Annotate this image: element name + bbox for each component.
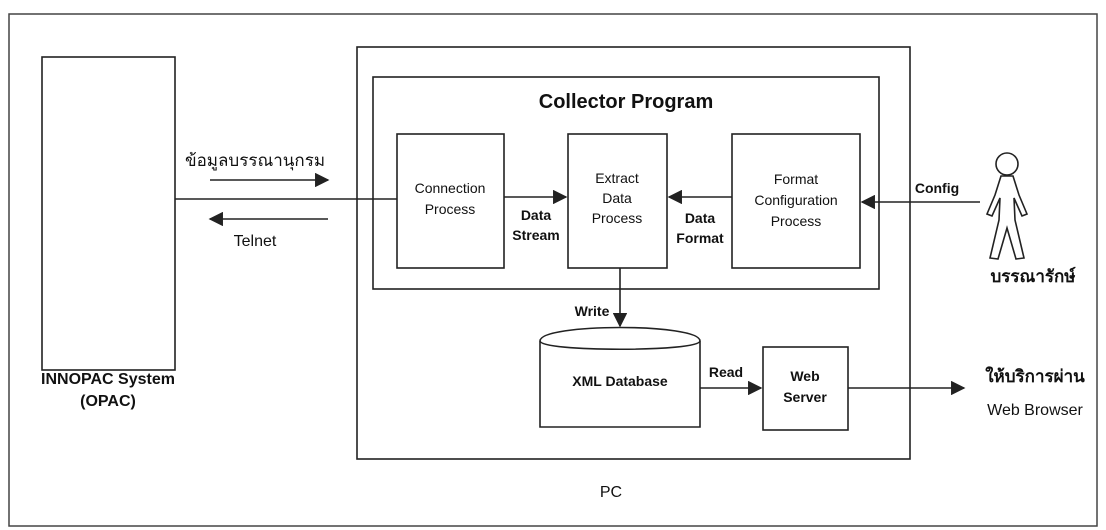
xml-database-label: XML Database: [572, 373, 668, 389]
format-configuration-process-box: [731, 133, 861, 269]
collector-program-title: Collector Program: [539, 91, 713, 113]
output-label-line1: ให้บริการผ่าน: [985, 366, 1085, 386]
extract-process-line1: Extract: [595, 170, 639, 186]
extract-data-process-box: [567, 133, 668, 269]
connection-process-line1: Connection: [415, 180, 486, 196]
extract-process-line2: Data: [602, 190, 632, 206]
innopac-system-box: [41, 56, 176, 371]
web-server-box: [762, 346, 849, 431]
data-format-label-line1: Data: [685, 210, 716, 226]
config-label: Config: [915, 180, 959, 196]
format-process-line1: Format: [774, 171, 818, 187]
xml-database-cylinder: [539, 326, 701, 428]
format-process-line3: Process: [771, 213, 822, 229]
web-server-line1: Web: [790, 368, 819, 384]
innopac-label-line1: INNOPAC System: [41, 371, 175, 388]
xml-database-cylinder-top: [539, 340, 701, 351]
data-stream-label-line2: Stream: [512, 227, 559, 243]
write-label: Write: [575, 303, 610, 319]
librarian-label: บรรณารักษ์: [991, 266, 1076, 286]
format-process-line2: Configuration: [754, 192, 837, 208]
extract-process-line3: Process: [592, 210, 643, 226]
output-label-line2: Web Browser: [987, 402, 1083, 419]
data-stream-label-line1: Data: [521, 207, 552, 223]
outer-border: [8, 13, 1098, 527]
telnet-label: Telnet: [234, 233, 277, 250]
librarian-figure-icon: [985, 152, 1029, 260]
read-label: Read: [709, 364, 743, 380]
catalog-data-label: ข้อมูลบรรณานุกรม: [185, 151, 325, 171]
pc-label: PC: [600, 484, 622, 501]
web-server-line2: Server: [783, 389, 827, 405]
innopac-label-line2: (OPAC): [80, 393, 136, 410]
connection-process-box: [396, 133, 505, 269]
connection-process-line2: Process: [425, 201, 476, 217]
data-format-label-line2: Format: [676, 230, 724, 246]
